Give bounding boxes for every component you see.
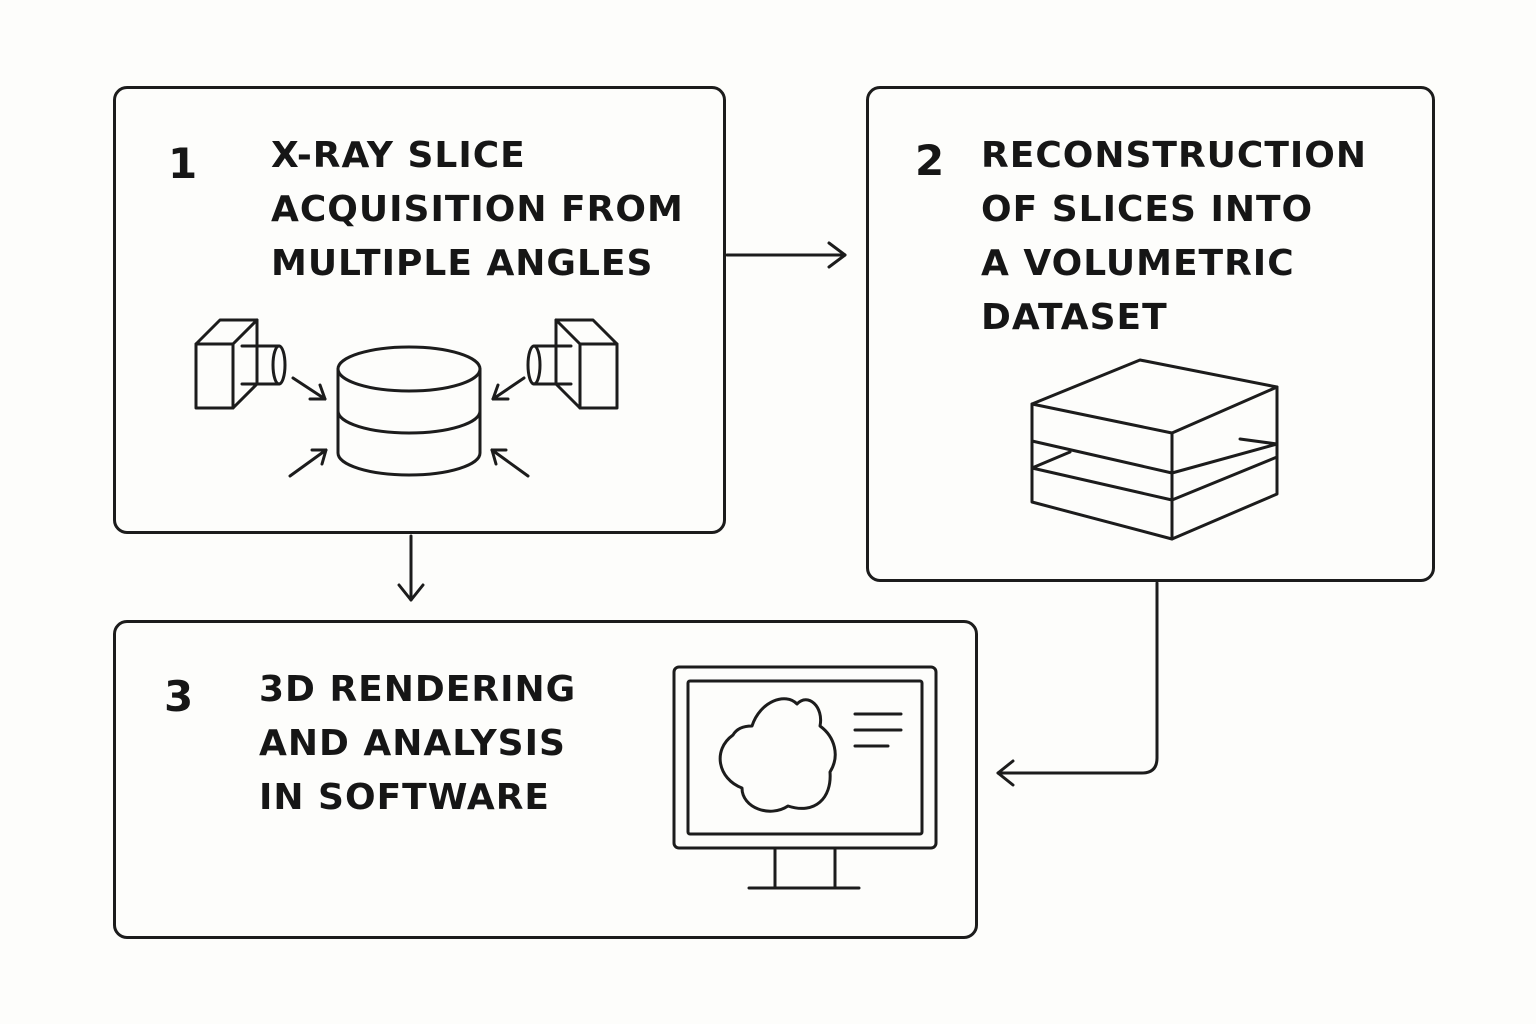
step-2-label-line-3: A VOLUMETRIC: [981, 243, 1295, 284]
step-3-label-line-2: AND ANALYSIS: [259, 723, 566, 764]
connector-step-2-to-step-3: [996, 581, 1159, 787]
step-1-label-line-3: MULTIPLE ANGLES: [271, 243, 654, 284]
step-2-label-line-4: DATASET: [981, 297, 1168, 338]
step-2-label-line-2: OF SLICES INTO: [981, 189, 1314, 230]
step-3-box: 3 3D RENDERING AND ANALYSIS IN SOFTWARE: [113, 620, 978, 939]
step-1-label: X-RAY SLICE ACQUISITION FROM MULTIPLE AN…: [271, 129, 684, 291]
step-3-number: 3: [164, 672, 194, 721]
connector-step-1-to-step-2: [725, 241, 847, 269]
step-1-number: 1: [168, 139, 198, 188]
step-2-number: 2: [915, 136, 945, 185]
step-1-label-line-1: X-RAY SLICE: [271, 135, 526, 176]
step-1-label-line-2: ACQUISITION FROM: [271, 189, 684, 230]
step-1-box: 1 X-RAY SLICE ACQUISITION FROM MULTIPLE …: [113, 86, 726, 534]
step-2-label-line-1: RECONSTRUCTION: [981, 135, 1368, 176]
step-3-label: 3D RENDERING AND ANALYSIS IN SOFTWARE: [259, 663, 576, 825]
step-3-label-line-1: 3D RENDERING: [259, 669, 577, 710]
step-2-label: RECONSTRUCTION OF SLICES INTO A VOLUMETR…: [981, 129, 1367, 345]
step-3-label-line-3: IN SOFTWARE: [259, 777, 551, 818]
step-2-box: 2 RECONSTRUCTION OF SLICES INTO A VOLUME…: [866, 86, 1435, 582]
connector-step-1-to-step-3: [397, 534, 425, 602]
